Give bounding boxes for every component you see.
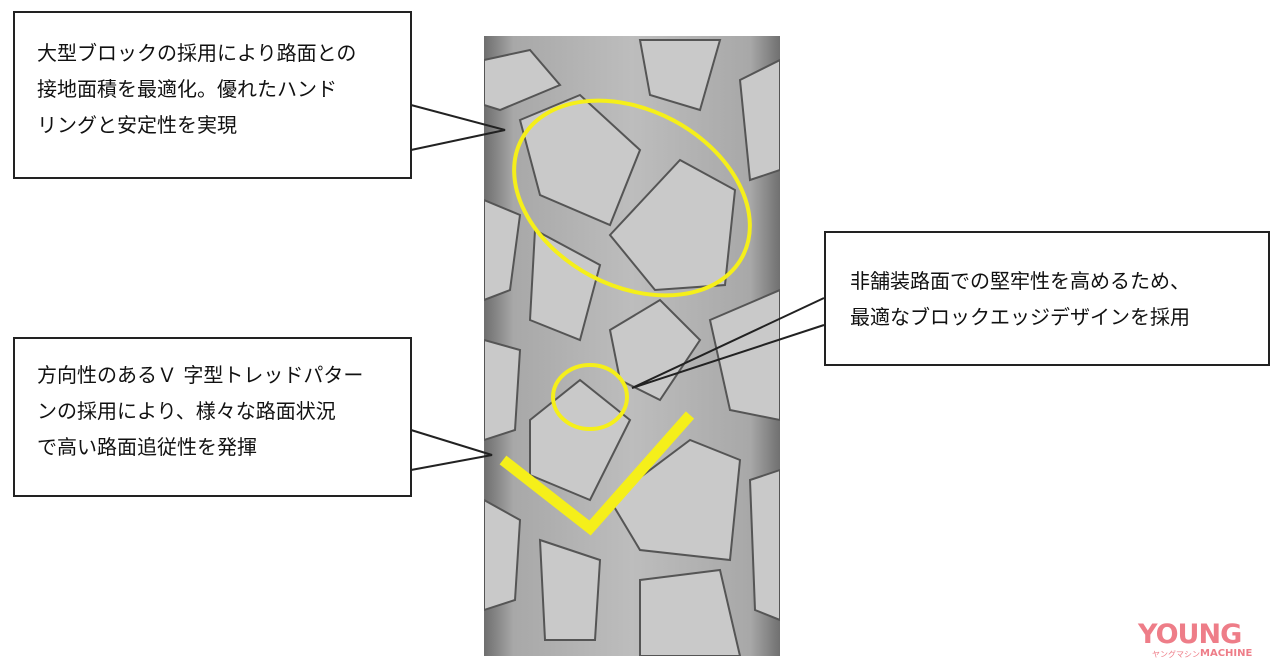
highlights [499, 98, 752, 536]
callout-v-pattern: 方向性のあるＶ 字型トレッドパター ンの採用により、様々な路面状況 で高い路面追… [13, 337, 412, 497]
callout-block-edge: 非舗装路面での堅牢性を高めるため、 最適なブロックエッジデザインを採用 [824, 231, 1270, 366]
callout-text: 大型ブロックの採用により路面との [37, 41, 357, 65]
logo-sub: MACHINE [1200, 648, 1253, 659]
callout-text: 最適なブロックエッジデザインを採用 [850, 305, 1190, 329]
callout-text: リングと安定性を実現 [37, 113, 237, 137]
callout-pointers [410, 104, 825, 471]
logo-kana: ヤングマシン [1152, 650, 1200, 659]
block-highlight-ellipse [512, 98, 752, 298]
young-machine-logo: YOUNG ヤングマシン MACHINE [1138, 619, 1268, 662]
v-pattern-mark [499, 411, 695, 536]
callout-text: 方向性のあるＶ 字型トレッドパター [37, 363, 364, 387]
callout-text: で高い路面追従性を発揮 [37, 435, 257, 459]
logo-main: YOUNG [1138, 619, 1242, 650]
callout-text: 非舗装路面での堅牢性を高めるため、 [850, 269, 1190, 293]
callout-text: ンの採用により、様々な路面状況 [37, 399, 336, 423]
callout-large-blocks: 大型ブロックの採用により路面との 接地面積を最適化。優れたハンド リングと安定性… [13, 11, 412, 179]
tread-blocks [484, 39, 780, 656]
edge-highlight-ellipse [551, 363, 629, 431]
callout-text: 接地面積を最適化。優れたハンド [37, 77, 337, 101]
